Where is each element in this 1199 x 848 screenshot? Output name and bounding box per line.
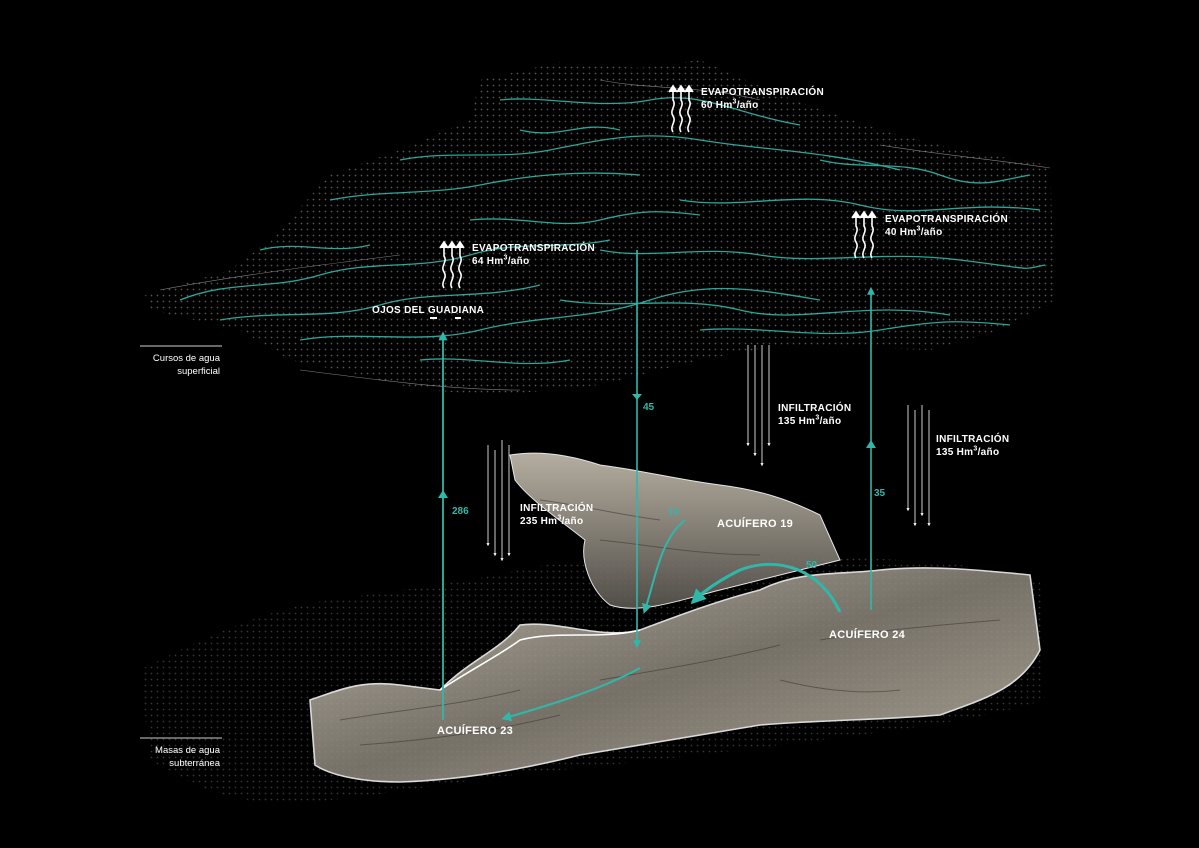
infil-3-value: 235 Hm xyxy=(520,516,558,527)
wavy-up-arrows-icon xyxy=(439,240,465,289)
infil-3-unit: /año xyxy=(561,516,584,527)
flow-10: 10 xyxy=(668,507,680,518)
evapo-1-value: 64 Hm xyxy=(472,256,504,267)
infil-label-1: INFILTRACIÓN 135 Hm3/año xyxy=(778,402,851,428)
evapo-2-value: 60 Hm xyxy=(701,100,733,111)
infil-2-value-line: 135 Hm3/año xyxy=(936,446,1009,459)
flow-286: 286 xyxy=(452,506,469,517)
infil-3-title: INFILTRACIÓN xyxy=(520,503,594,514)
ojos-marker xyxy=(430,317,461,319)
wavy-up-arrows-icon xyxy=(851,210,877,259)
groundwater-layer-line1: Masas de agua xyxy=(155,745,220,756)
infil-2-value: 135 Hm xyxy=(936,447,974,458)
flow-arrows xyxy=(438,250,876,722)
aquifer-23-label: ACUÍFERO 23 xyxy=(437,725,514,737)
evapo-1-title: EVAPOTRANSPIRACIÓN xyxy=(472,243,596,254)
flow-35: 35 xyxy=(874,488,886,499)
flow-50: 50 xyxy=(806,560,818,571)
groundwater-terrain xyxy=(140,452,1045,803)
evapo-3-value-line: 40 Hm3/año xyxy=(885,226,1008,239)
ojos-label: OJOS DEL GUADIANA xyxy=(372,305,485,316)
groundwater-layer-line2: subterránea xyxy=(169,758,220,769)
wavy-up-arrows-icon xyxy=(668,84,694,133)
aquifer-19-label: ACUÍFERO 19 xyxy=(717,518,794,530)
aquifer-24-label: ACUÍFERO 24 xyxy=(829,629,906,641)
evapo-2-exp: 3 xyxy=(732,98,737,106)
evapo-1-unit: /año xyxy=(507,256,530,267)
infil-3-value-line: 235 Hm3/año xyxy=(520,515,593,528)
evapo-3-value: 40 Hm xyxy=(885,227,917,238)
evapo-2-value-line: 60 Hm3/año xyxy=(701,99,824,112)
evapo-label-2: EVAPOTRANSPIRACIÓN 60 Hm3/año xyxy=(701,86,824,112)
evapo-3-exp: 3 xyxy=(916,225,921,233)
infiltration-arrows-3 xyxy=(486,440,511,562)
infiltration-arrows-2 xyxy=(906,405,931,527)
infil-1-value-line: 135 Hm3/año xyxy=(778,415,851,428)
evapo-1-exp: 3 xyxy=(503,254,508,262)
infil-3-exp: 3 xyxy=(557,514,562,522)
evapo-2-title: EVAPOTRANSPIRACIÓN xyxy=(701,87,825,98)
flow-45: 45 xyxy=(643,402,655,413)
surface-terrain xyxy=(145,60,1055,395)
evapo-3-unit: /año xyxy=(920,227,943,238)
evapo-1-value-line: 64 Hm3/año xyxy=(472,255,595,268)
infil-label-2: INFILTRACIÓN 135 Hm3/año xyxy=(936,433,1009,459)
infil-1-unit: /año xyxy=(819,416,842,427)
infil-2-exp: 3 xyxy=(973,445,978,453)
surface-layer-line2: superficial xyxy=(177,366,220,377)
evapo-2-unit: /año xyxy=(736,100,759,111)
infil-1-title: INFILTRACIÓN xyxy=(778,403,852,414)
evapo-label-3: EVAPOTRANSPIRACIÓN 40 Hm3/año xyxy=(885,213,1008,239)
infil-1-exp: 3 xyxy=(815,414,820,422)
groundwater-layer-label: Masas de agua subterránea xyxy=(130,744,220,770)
infil-1-value: 135 Hm xyxy=(778,416,816,427)
surface-layer-label: Cursos de agua superficial xyxy=(130,352,220,378)
evapo-label-1: EVAPOTRANSPIRACIÓN 64 Hm3/año xyxy=(472,242,595,268)
infil-2-title: INFILTRACIÓN xyxy=(936,434,1010,445)
evapo-3-title: EVAPOTRANSPIRACIÓN xyxy=(885,214,1009,225)
surface-layer-line1: Cursos de agua xyxy=(152,353,220,364)
infil-2-unit: /año xyxy=(977,447,1000,458)
infiltration-arrows-1 xyxy=(746,345,771,467)
infil-label-3: INFILTRACIÓN 235 Hm3/año xyxy=(520,502,593,528)
